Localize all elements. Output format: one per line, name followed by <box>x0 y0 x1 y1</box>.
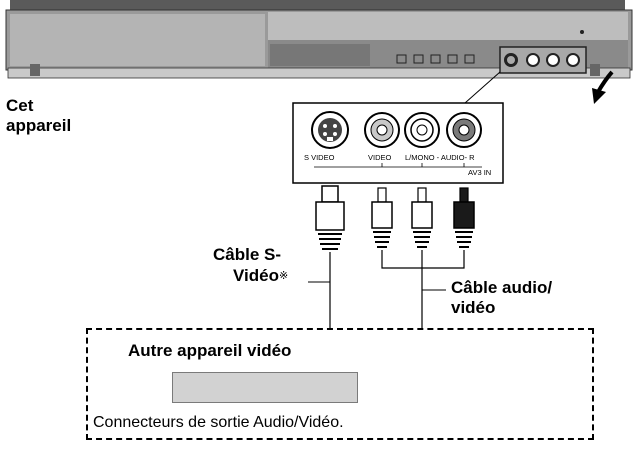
jack-label-s-video: S VIDEO <box>304 153 335 162</box>
video-plug <box>371 187 393 248</box>
av-cable-label-line1: Câble audio/ <box>451 278 553 297</box>
front-buttons <box>396 54 475 64</box>
svideo-cable-label-line2: Vidéo※ <box>233 266 288 286</box>
jack-label-video: VIDEO <box>368 153 392 162</box>
jack-label-audio: L/MONO - AUDIO- R <box>405 153 475 162</box>
output-connectors-label: Connecteurs de sortie Audio/Vidéo. <box>93 414 344 431</box>
s-video-jack <box>311 111 349 149</box>
svideo-cable-note-mark: ※ <box>278 270 289 282</box>
device-label-line2: appareil <box>6 116 72 135</box>
open-panel-arrow-icon <box>592 70 614 104</box>
device-label-line1: Cet <box>6 96 34 115</box>
svideo-cable-label-text: Vidéo <box>233 266 279 285</box>
av-cable-label-line2: vidéo <box>451 298 496 317</box>
audio-left-jack <box>404 112 440 148</box>
zoom-callout-line <box>464 71 501 104</box>
audio-right-jack <box>446 112 482 148</box>
jack-label-input-name: AV3 IN <box>468 168 492 177</box>
svideo-cable-label-line1: Câble S- <box>213 245 282 264</box>
audio-right-plug <box>453 187 475 248</box>
av-cable <box>371 187 475 330</box>
output-connector-panel <box>172 372 358 403</box>
video-jack <box>364 112 400 148</box>
other-device-title: Autre appareil vidéo <box>128 341 292 360</box>
audio-left-plug <box>411 187 433 248</box>
s-video-cable <box>315 185 345 330</box>
front-jack-group <box>499 46 587 74</box>
label-leader-lines <box>308 281 446 291</box>
other-device-box <box>86 328 594 440</box>
jack-panel <box>292 102 504 184</box>
